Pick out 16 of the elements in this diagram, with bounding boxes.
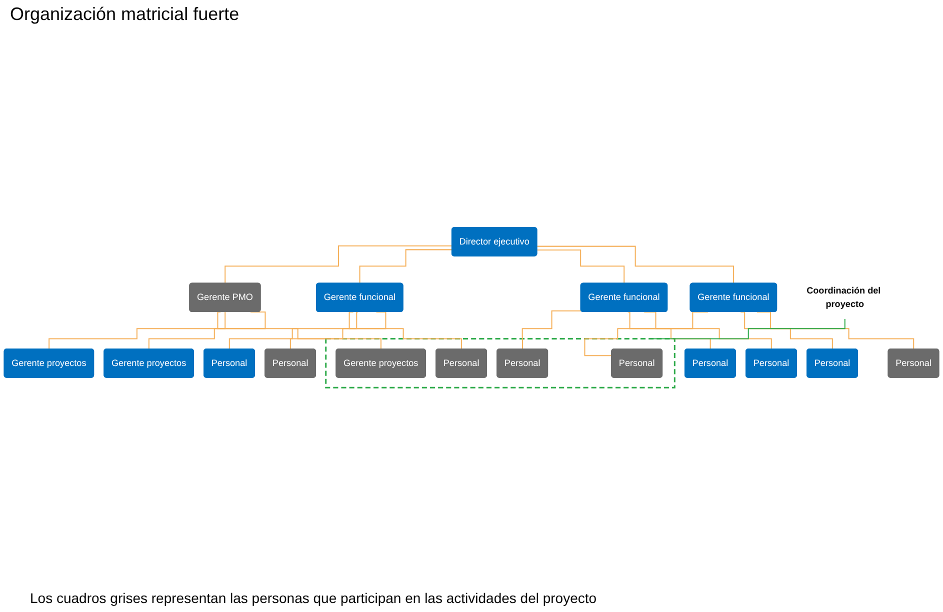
connector <box>290 312 386 350</box>
connector <box>48 312 226 350</box>
connector <box>359 249 452 284</box>
connector <box>217 312 382 350</box>
connector <box>228 312 358 350</box>
connector <box>224 245 452 284</box>
connector <box>537 249 625 284</box>
connector <box>148 312 266 350</box>
connector <box>348 312 462 350</box>
cluster <box>325 338 676 388</box>
note-text: Los cuadros grises representan las personas que participan en las actividades del proyecto <box>30 590 598 606</box>
connector <box>522 310 582 350</box>
diagram-title: Organización matricial fuerte <box>10 4 240 25</box>
node-text: Coordinación del proyecto <box>806 285 881 310</box>
connector <box>537 246 734 284</box>
connector <box>652 318 846 340</box>
